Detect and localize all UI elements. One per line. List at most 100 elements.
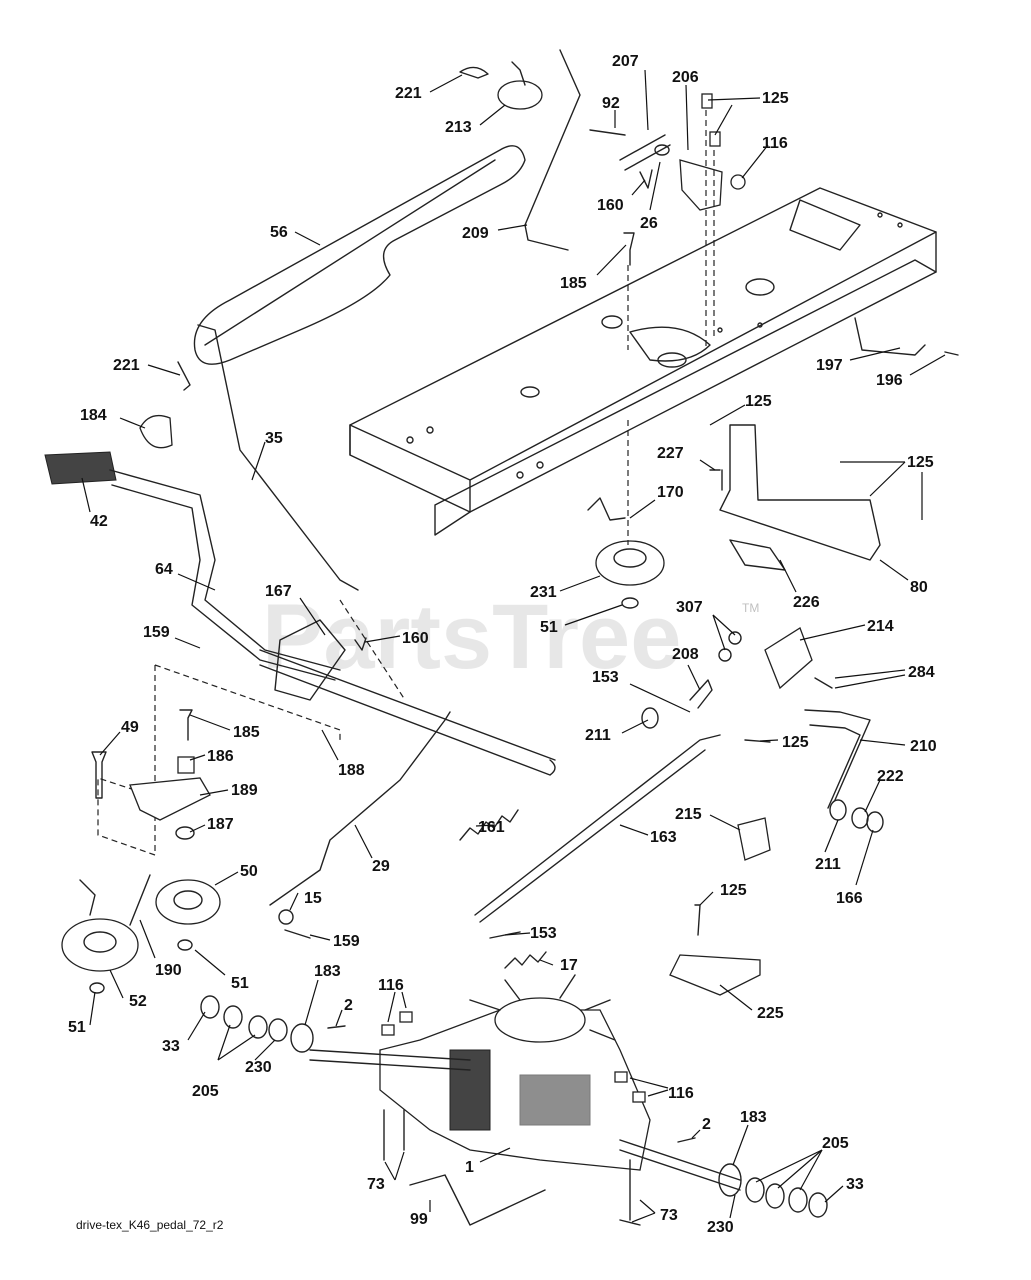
shift-lever-part[interactable] [524,49,581,251]
idler-pulley-part[interactable] [155,879,221,925]
spacer-part[interactable] [177,756,195,774]
brake-lever-part[interactable] [804,709,871,809]
callout-92: 92 [602,95,620,112]
nut-part[interactable] [621,597,639,609]
washer-part[interactable] [248,1015,268,1039]
washer-part[interactable] [223,1005,243,1029]
key-part[interactable] [677,1137,696,1143]
nut-part[interactable] [399,1011,413,1023]
washer-part[interactable] [654,144,670,156]
idler-arm-part[interactable] [79,874,151,926]
bolt-part[interactable] [694,904,701,936]
pin-part[interactable] [589,129,626,136]
bolt-part[interactable] [709,131,721,147]
callout-15: 15 [304,890,322,907]
transaxle-part[interactable] [309,974,741,1191]
idler-plate-part[interactable] [129,777,211,821]
mount-bracket-part[interactable] [669,954,761,996]
callout-205: 205 [822,1135,849,1152]
pedal-arm-part[interactable] [109,469,341,681]
bushing-part[interactable] [641,707,659,729]
nut-part[interactable] [614,1071,628,1083]
rod-part[interactable] [474,734,721,923]
clip-part[interactable] [284,929,311,939]
clip-part[interactable] [639,169,653,189]
knob-part[interactable] [139,414,173,449]
callout-187: 187 [207,816,234,833]
pedal-grip-part[interactable] [44,451,117,485]
callout-206: 206 [672,69,699,86]
bolt-part[interactable] [814,677,833,689]
idler-pulley-part[interactable] [61,918,139,972]
washer-part[interactable] [728,631,742,645]
callout-167: 167 [265,583,292,600]
bolt-part[interactable] [944,351,959,356]
callout-125: 125 [782,734,809,751]
clip-part[interactable] [177,361,191,391]
washer-part[interactable] [765,1183,785,1209]
washer-part[interactable] [200,995,220,1019]
shift-bracket-part[interactable] [679,159,723,211]
callout-231: 231 [530,584,557,601]
brake-bracket-part[interactable] [737,817,771,861]
bolt-part[interactable] [383,1109,405,1161]
callout-labels: 221 213 56 209 92 207 206 125 116 160 26… [68,53,937,1236]
callout-170: 170 [657,484,684,501]
rod-part[interactable] [854,317,926,356]
pedal-pad-part[interactable] [764,627,813,690]
clip-part[interactable] [354,637,367,651]
pedal-shaft-part[interactable] [259,649,556,776]
spring-part[interactable] [689,679,713,709]
rod-part[interactable] [197,324,359,591]
washer-part[interactable] [808,1192,828,1218]
bolt-part[interactable] [744,739,771,743]
nut-part[interactable] [730,174,746,190]
washer-part[interactable] [278,909,294,925]
washer-part[interactable] [175,826,195,840]
lever-knob-part[interactable] [497,61,543,110]
rod-part[interactable] [409,1174,546,1226]
callout-42: 42 [90,513,108,530]
callout-221: 221 [395,85,422,102]
callout-116: 116 [378,977,404,994]
callout-185: 185 [233,724,260,741]
callout-159: 159 [143,624,170,641]
bolt-part[interactable] [709,469,723,491]
key-part[interactable] [327,1025,346,1029]
nut-part[interactable] [381,1024,395,1036]
callout-99: 99 [410,1211,428,1228]
clip-part[interactable] [459,66,489,79]
callout-80: 80 [910,579,928,596]
frame-chassis-part[interactable] [349,187,937,536]
pulley-bracket-part[interactable] [587,497,626,521]
nut-part[interactable] [177,939,193,951]
clip-bracket-part[interactable] [729,539,786,571]
watermark-trademark: TM [742,601,759,615]
bolt-part[interactable] [619,1159,641,1226]
spring-part[interactable] [504,951,547,969]
mount-bracket-part[interactable] [719,424,881,561]
washer-part[interactable] [718,648,732,662]
washer-part[interactable] [866,811,884,833]
callout-230: 230 [707,1219,734,1236]
washer-part[interactable] [268,1018,288,1042]
diagram-filename: drive-tex_K46_pedal_72_r2 [76,1218,224,1232]
nut-part[interactable] [632,1091,646,1103]
bushing-part[interactable] [718,1163,742,1197]
clevis-pin-part[interactable] [179,709,193,741]
bushing-part[interactable] [829,799,847,821]
drive-belt-part[interactable] [193,145,526,365]
callout-183: 183 [740,1109,767,1126]
clevis-pin-part[interactable] [623,232,635,266]
bushing-part[interactable] [290,1023,314,1053]
callout-227: 227 [657,445,684,462]
link-part[interactable] [619,134,671,171]
bolt-part[interactable] [701,93,713,109]
pedal-bracket-part[interactable] [274,619,346,701]
nut-part[interactable] [89,982,105,994]
bolt-part[interactable] [91,751,107,799]
washer-part[interactable] [788,1187,808,1213]
rod-part[interactable] [269,711,451,906]
drive-pulley-part[interactable] [595,540,665,586]
washer-part[interactable] [745,1177,765,1203]
